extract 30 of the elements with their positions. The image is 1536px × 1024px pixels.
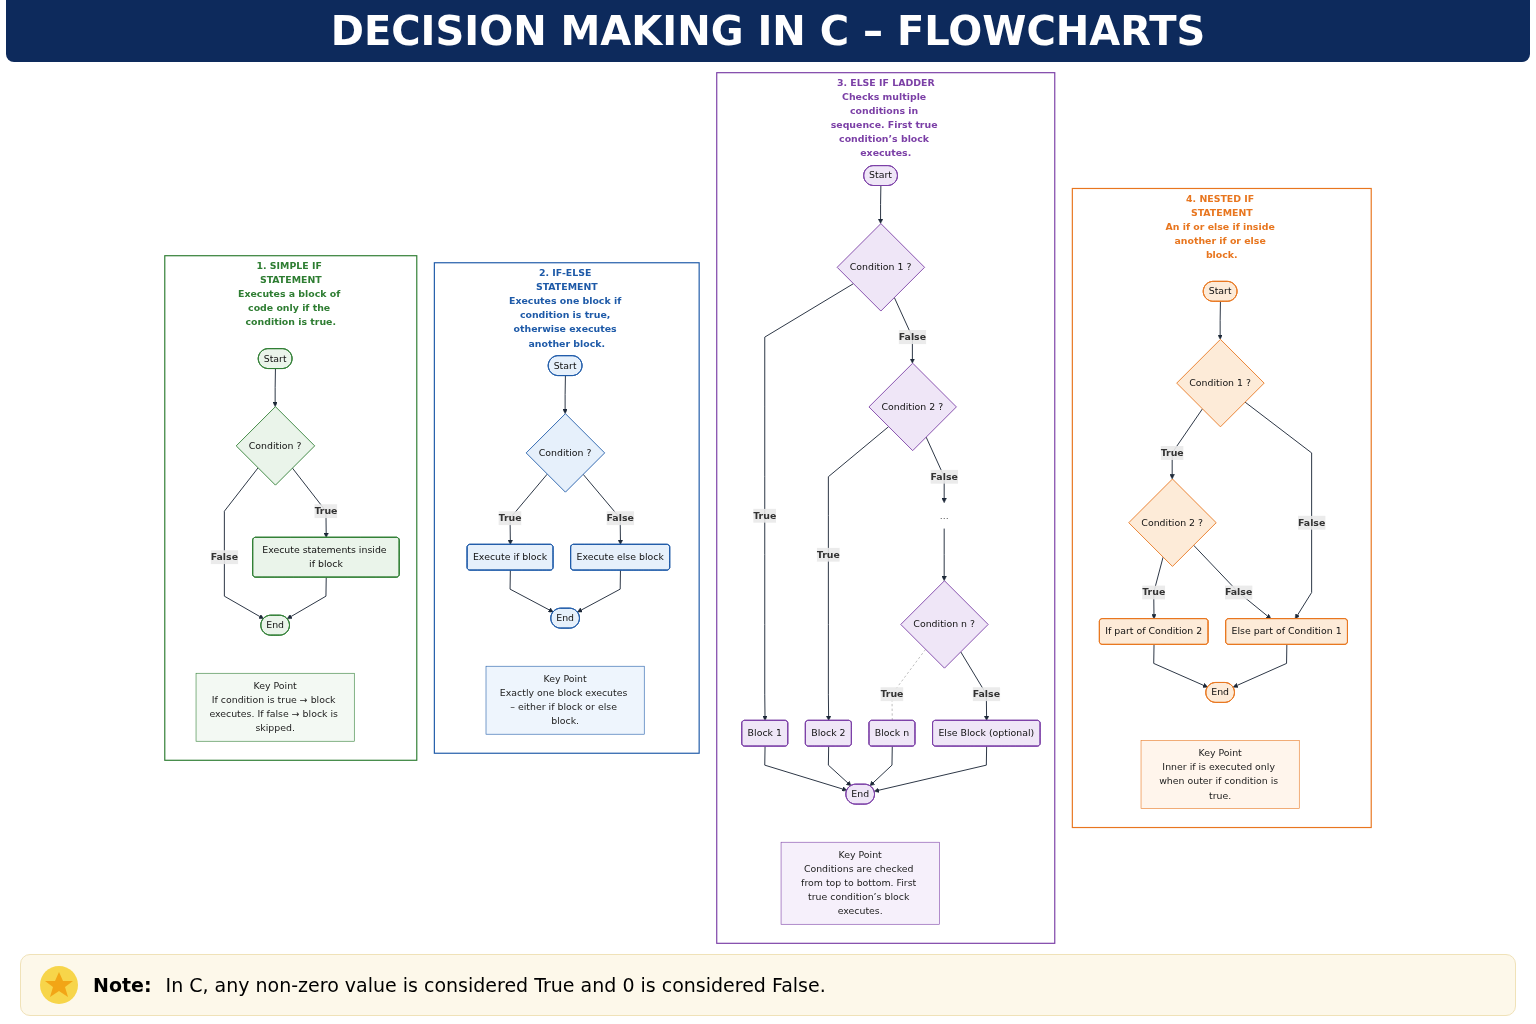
title-banner: DECISION MAKING IN C – FLOWCHARTS — [6, 0, 1530, 62]
note-label: Note: — [93, 974, 152, 996]
node-diamond: Condition 2 ? — [868, 362, 957, 452]
node-box: Key Point Exactly one block executes – either if block or else block. — [485, 665, 645, 735]
edge-label: False — [972, 688, 1000, 700]
note-text: In C, any non-zero value is considered True and 0 is considered False. — [165, 974, 826, 996]
edge-label: True — [314, 505, 338, 517]
node-text: ... — [939, 509, 949, 521]
edge-label: False — [1297, 516, 1326, 528]
edge-label: False — [606, 512, 634, 524]
edge-label: True — [1160, 447, 1184, 459]
node-box: Key Point If condition is true → block executes. If false → block is skipped. — [195, 672, 355, 742]
node-diamond: Condition 2 ? — [1128, 478, 1217, 567]
edge-label: True — [816, 548, 840, 560]
node-diamond: Condition 1 ? — [836, 223, 926, 312]
node-box: Key Point Inner if is executed only when outer if condition is true. — [1140, 740, 1300, 809]
edge-label: True — [880, 688, 904, 700]
edge-label: False — [898, 331, 927, 343]
edge-label: True — [1142, 586, 1166, 598]
edge-label: True — [753, 509, 777, 521]
edge-label: False — [1224, 586, 1253, 598]
node-diamond: Condition ? — [525, 413, 606, 493]
node-diamond: Condition n ? — [900, 580, 989, 669]
node-diamond: Condition ? — [235, 406, 316, 486]
connector — [891, 649, 926, 722]
node-diamond: Condition 1 ? — [1176, 338, 1265, 428]
node-box: Key Point Conditions are checked from top to bottom. First true condition’s block executes. — [780, 841, 940, 925]
edge-label: False — [210, 551, 239, 563]
edge-label: True — [498, 512, 522, 524]
edge-label: False — [930, 470, 958, 482]
